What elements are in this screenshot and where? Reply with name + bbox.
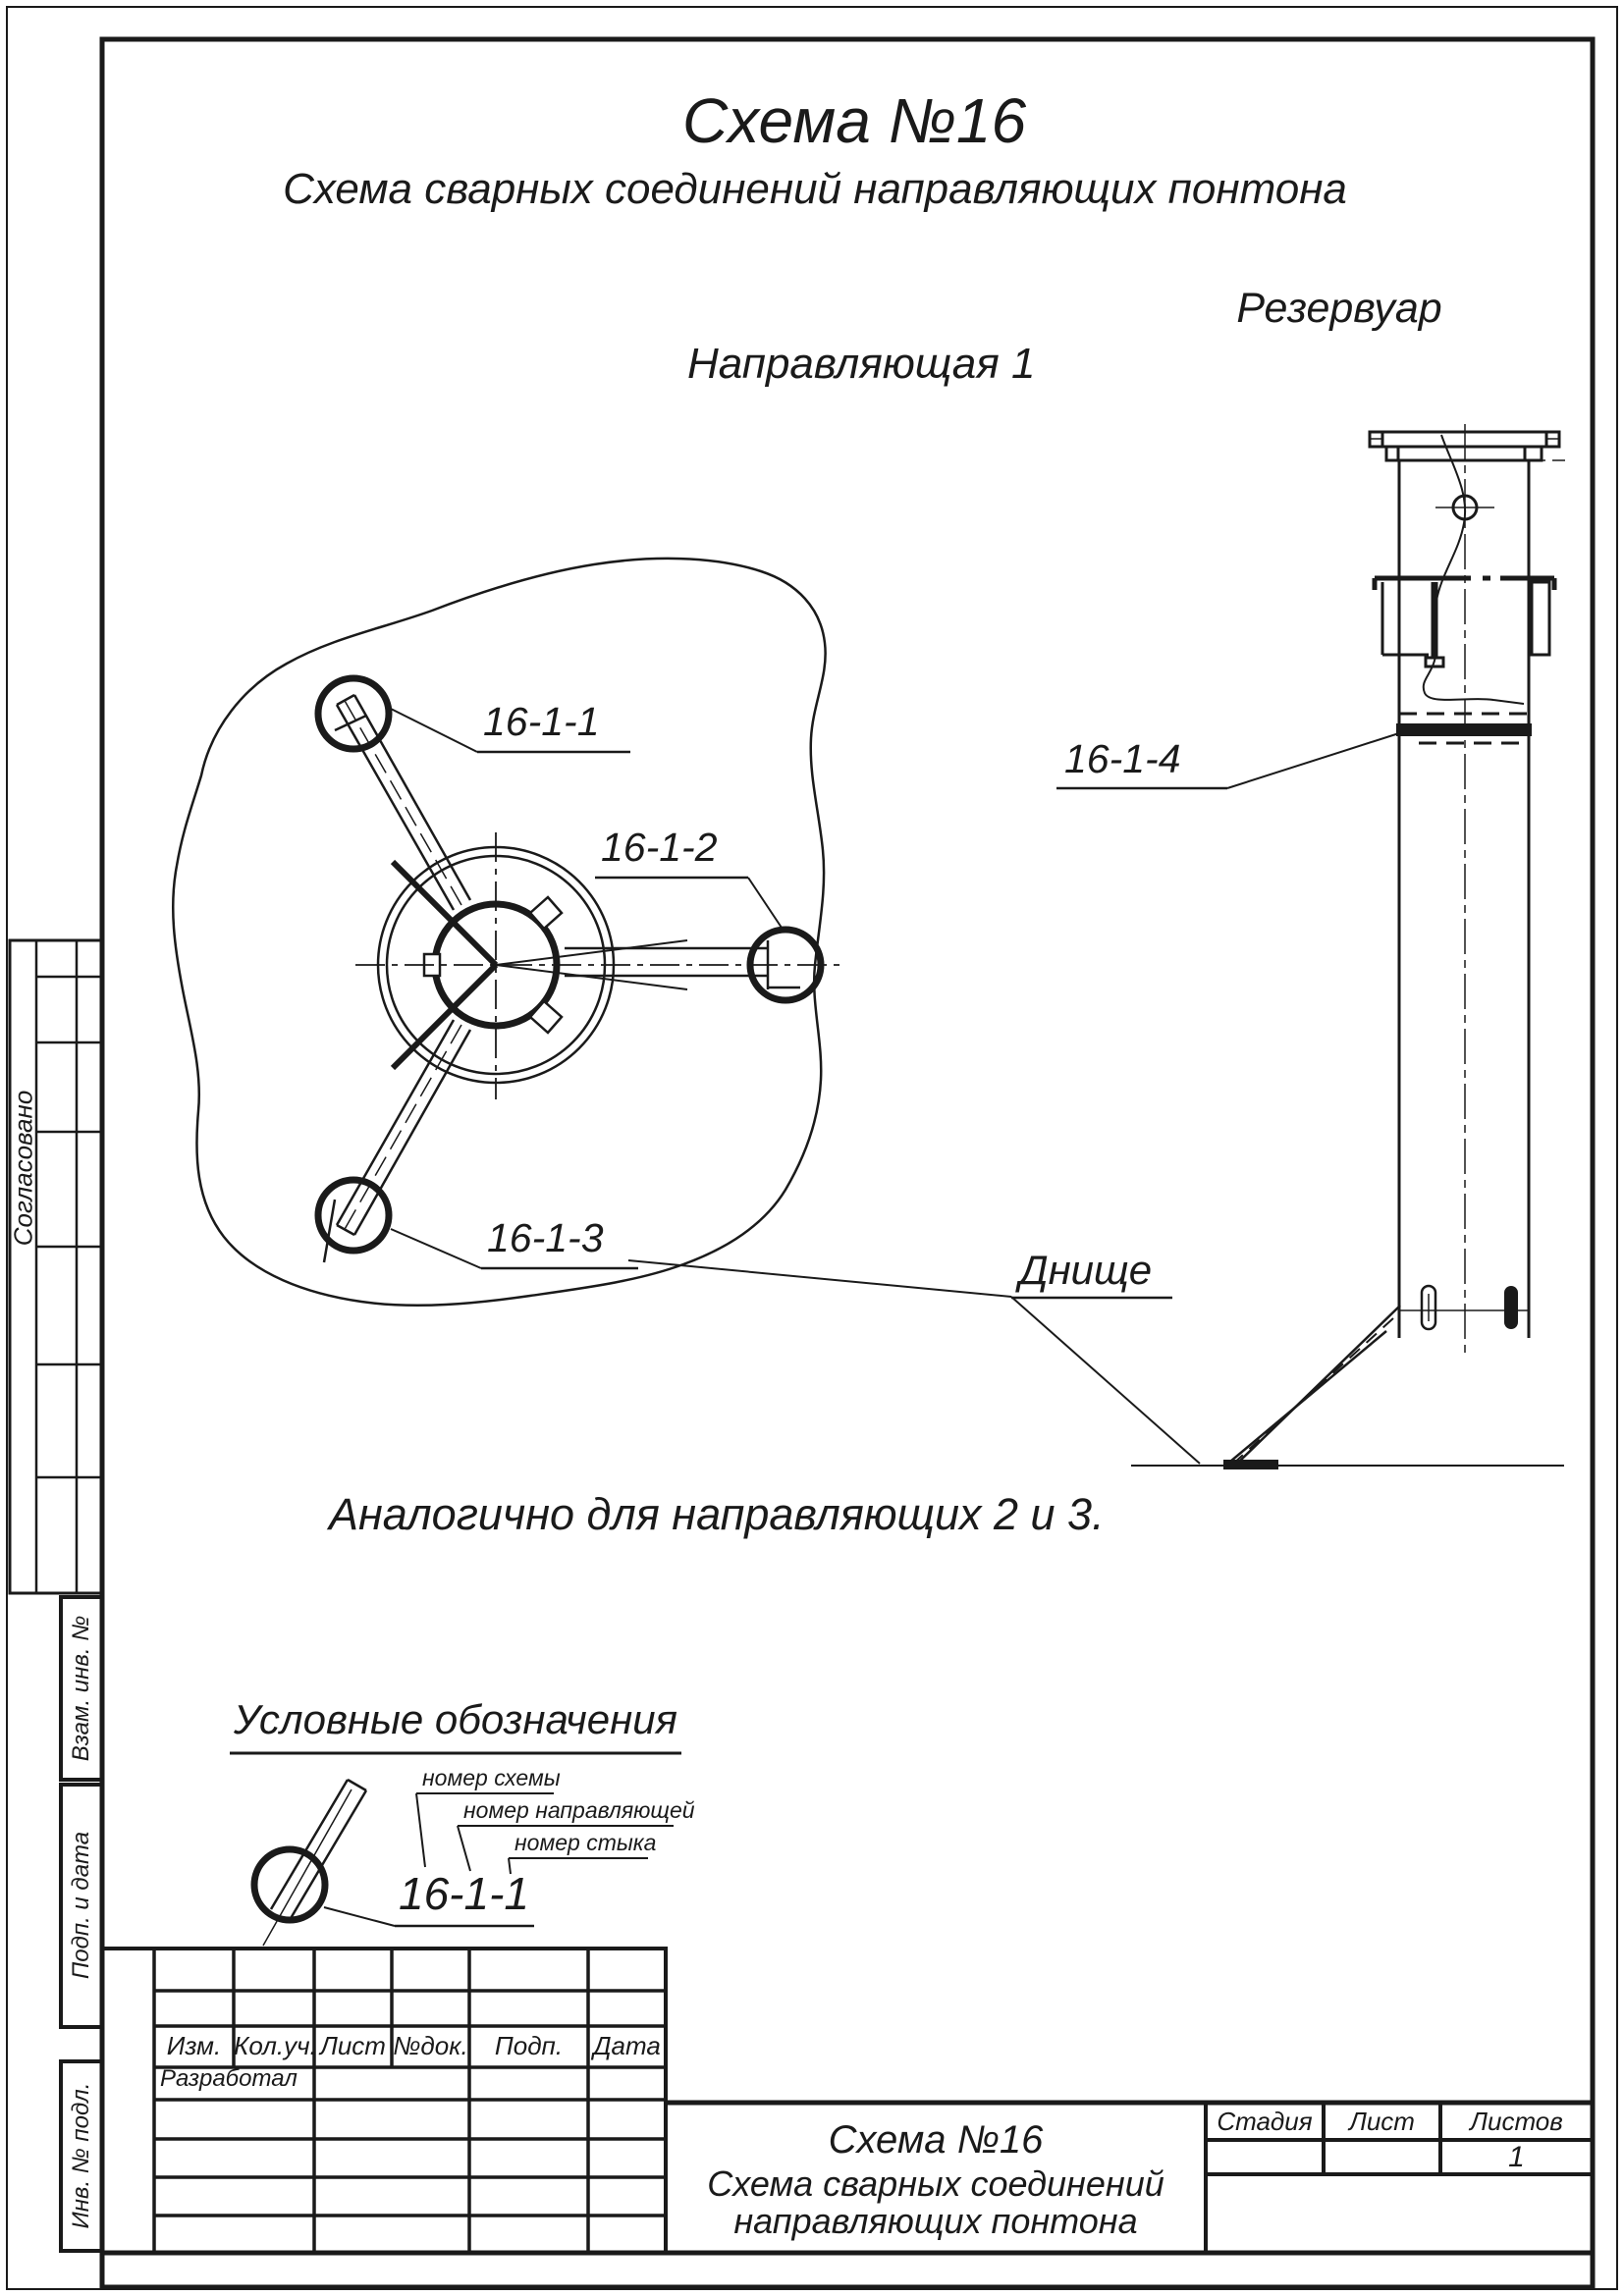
page-subtitle: Схема сварных соединений направляющих по… xyxy=(283,165,1347,213)
arm-1 xyxy=(334,693,472,911)
sidebar-grid xyxy=(8,938,104,1595)
sidebar-approved-label: Согласовано xyxy=(8,1090,38,1247)
analogy-note: Аналогично для направляющих 2 и 3. xyxy=(329,1489,1105,1539)
sidebar-stamp-boxes xyxy=(59,1595,104,2253)
legend-callout-guide: номер направляющей xyxy=(463,1797,695,1823)
leaders-underlines xyxy=(230,708,1403,1928)
bottom-label: Днище xyxy=(1019,1247,1153,1293)
col-podp: Подп. xyxy=(494,2031,564,2060)
stamp-title-line1: Схема №16 xyxy=(828,2118,1044,2162)
joint-label-16-1-2: 16-1-2 xyxy=(601,825,718,870)
sidebar-box-podp: Подп. и дата xyxy=(68,1831,94,1980)
stamp-title-line3: направляющих понтона xyxy=(733,2201,1138,2241)
stamp-title-line2: Схема сварных соединений xyxy=(707,2163,1164,2204)
legend-symbol xyxy=(250,1778,368,1947)
plan-view xyxy=(171,557,844,1308)
col-list: Лист xyxy=(320,2031,386,2060)
side-view xyxy=(1131,424,1565,1469)
joint-circle-16-1-3 xyxy=(314,1176,393,1255)
legend-heading: Условные обозначения xyxy=(234,1696,677,1742)
guide-label: Направляющая 1 xyxy=(687,340,1036,388)
joint-label-16-1-1: 16-1-1 xyxy=(483,699,600,744)
col-ndok: №док. xyxy=(393,2031,468,2060)
col-data: Дата xyxy=(593,2031,661,2060)
title-block-left-table xyxy=(100,1947,668,2255)
sheets-value: 1 xyxy=(1508,2141,1525,2173)
tank-shell-blob-outline xyxy=(171,557,827,1308)
joint-circle-16-1-1 xyxy=(314,674,393,753)
sheets-label: Листов xyxy=(1470,2107,1563,2136)
legend-callout-joint: номер стыка xyxy=(514,1830,657,1855)
stage-label: Стадия xyxy=(1217,2107,1313,2136)
page-title: Схема №16 xyxy=(681,85,1027,156)
joint-label-16-1-4: 16-1-4 xyxy=(1064,736,1181,781)
sheet-label: Лист xyxy=(1349,2107,1415,2136)
legend-callout-scheme: номер схемы xyxy=(422,1765,561,1790)
arm-3 xyxy=(322,1019,472,1263)
bottom-brace xyxy=(1223,1305,1401,1469)
weld-joint-16-1-4 xyxy=(1396,712,1532,745)
legend-example: 16-1-1 xyxy=(399,1868,529,1919)
reservoir-label: Резервуар xyxy=(1236,285,1442,332)
title-block-right-stamp xyxy=(102,2100,1593,2256)
col-izm: Изм. xyxy=(166,2031,222,2060)
sidebar-box-vzam: Взам. инв. № xyxy=(68,1615,94,1762)
sidebar-box-inv: Инв. № подл. xyxy=(68,2082,94,2229)
arm-2 xyxy=(565,940,800,989)
guide-collar xyxy=(1372,575,1557,668)
col-koluch: Кол.уч. xyxy=(234,2031,317,2060)
developed-by-label: Разработал xyxy=(160,2065,298,2092)
joint-label-16-1-3: 16-1-3 xyxy=(487,1215,604,1260)
joint-circle-16-1-2 xyxy=(746,926,825,1004)
